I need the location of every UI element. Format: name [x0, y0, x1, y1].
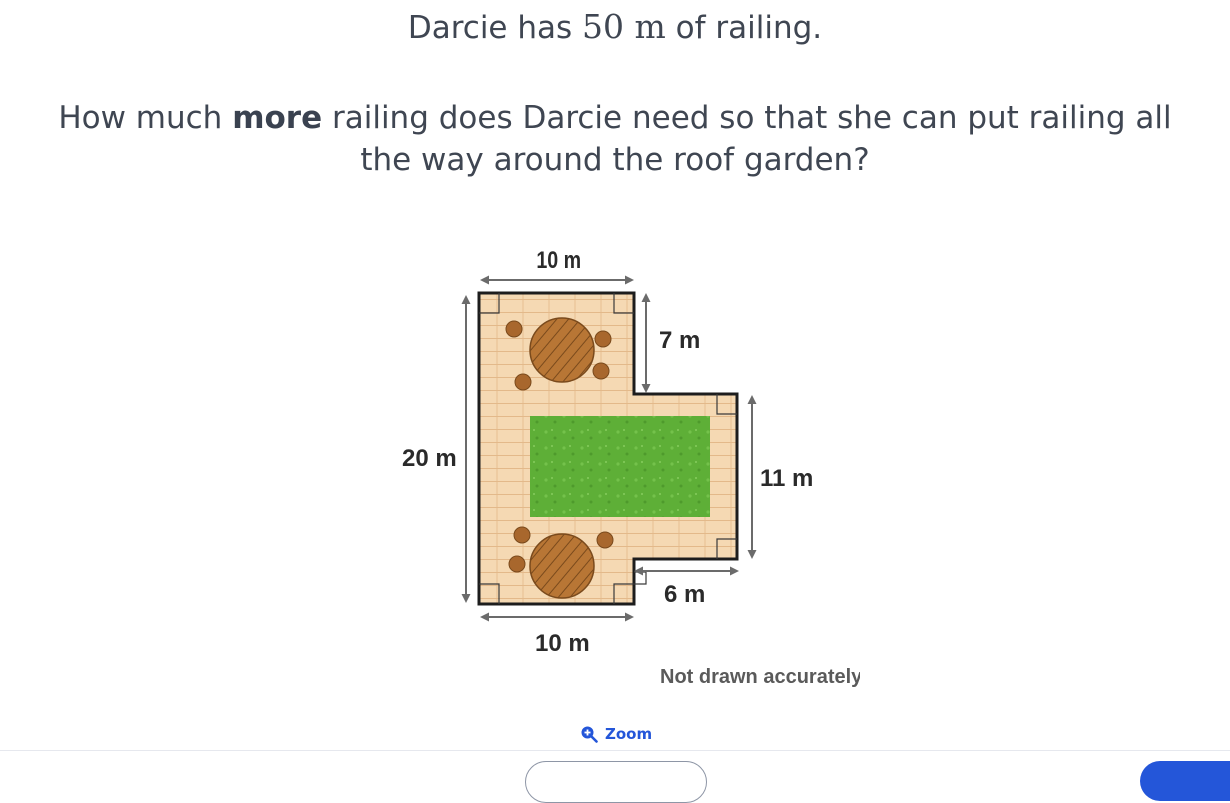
label-right: 11 m — [760, 465, 813, 492]
chair-icon — [505, 320, 612, 391]
question-text: of railing. — [665, 10, 823, 46]
question-prompt: How much more railing does Darcie need s… — [0, 97, 1230, 181]
lawn — [530, 416, 710, 517]
question-text: Darcie has — [407, 10, 583, 46]
label-inner-horizontal: 6 m — [664, 581, 705, 608]
chair-icon — [508, 526, 614, 573]
emphasis-more: more — [232, 100, 323, 136]
zoom-label: Zoom — [605, 725, 653, 743]
question-text: the way around the roof garden? — [360, 142, 870, 178]
zoom-button[interactable]: Zoom — [580, 722, 652, 746]
railing-amount: 50 m — [582, 7, 666, 46]
question-line-1: Darcie has 50 m of railing. — [0, 6, 1230, 49]
label-top: 10 m — [536, 246, 581, 273]
bottom-toolbar — [0, 750, 1230, 803]
table-bottom — [529, 533, 595, 599]
secondary-action-button[interactable] — [525, 761, 707, 803]
label-bottom: 10 m — [535, 630, 590, 657]
zoom-in-icon — [581, 726, 598, 743]
table-top — [529, 317, 595, 383]
primary-action-button[interactable] — [1140, 761, 1230, 801]
label-inner-vertical: 7 m — [659, 327, 700, 354]
label-left: 20 m — [402, 445, 457, 472]
not-drawn-accurately-note: Not drawn accurately — [660, 666, 860, 688]
roof-garden-diagram: 10 m 20 m 7 m 11 m 6 m 10 m Not drawn ac… — [402, 246, 860, 688]
question-text: How much — [58, 100, 233, 136]
question-text: railing does Darcie need so that she can… — [322, 100, 1172, 136]
right-angle-markers — [479, 293, 737, 604]
